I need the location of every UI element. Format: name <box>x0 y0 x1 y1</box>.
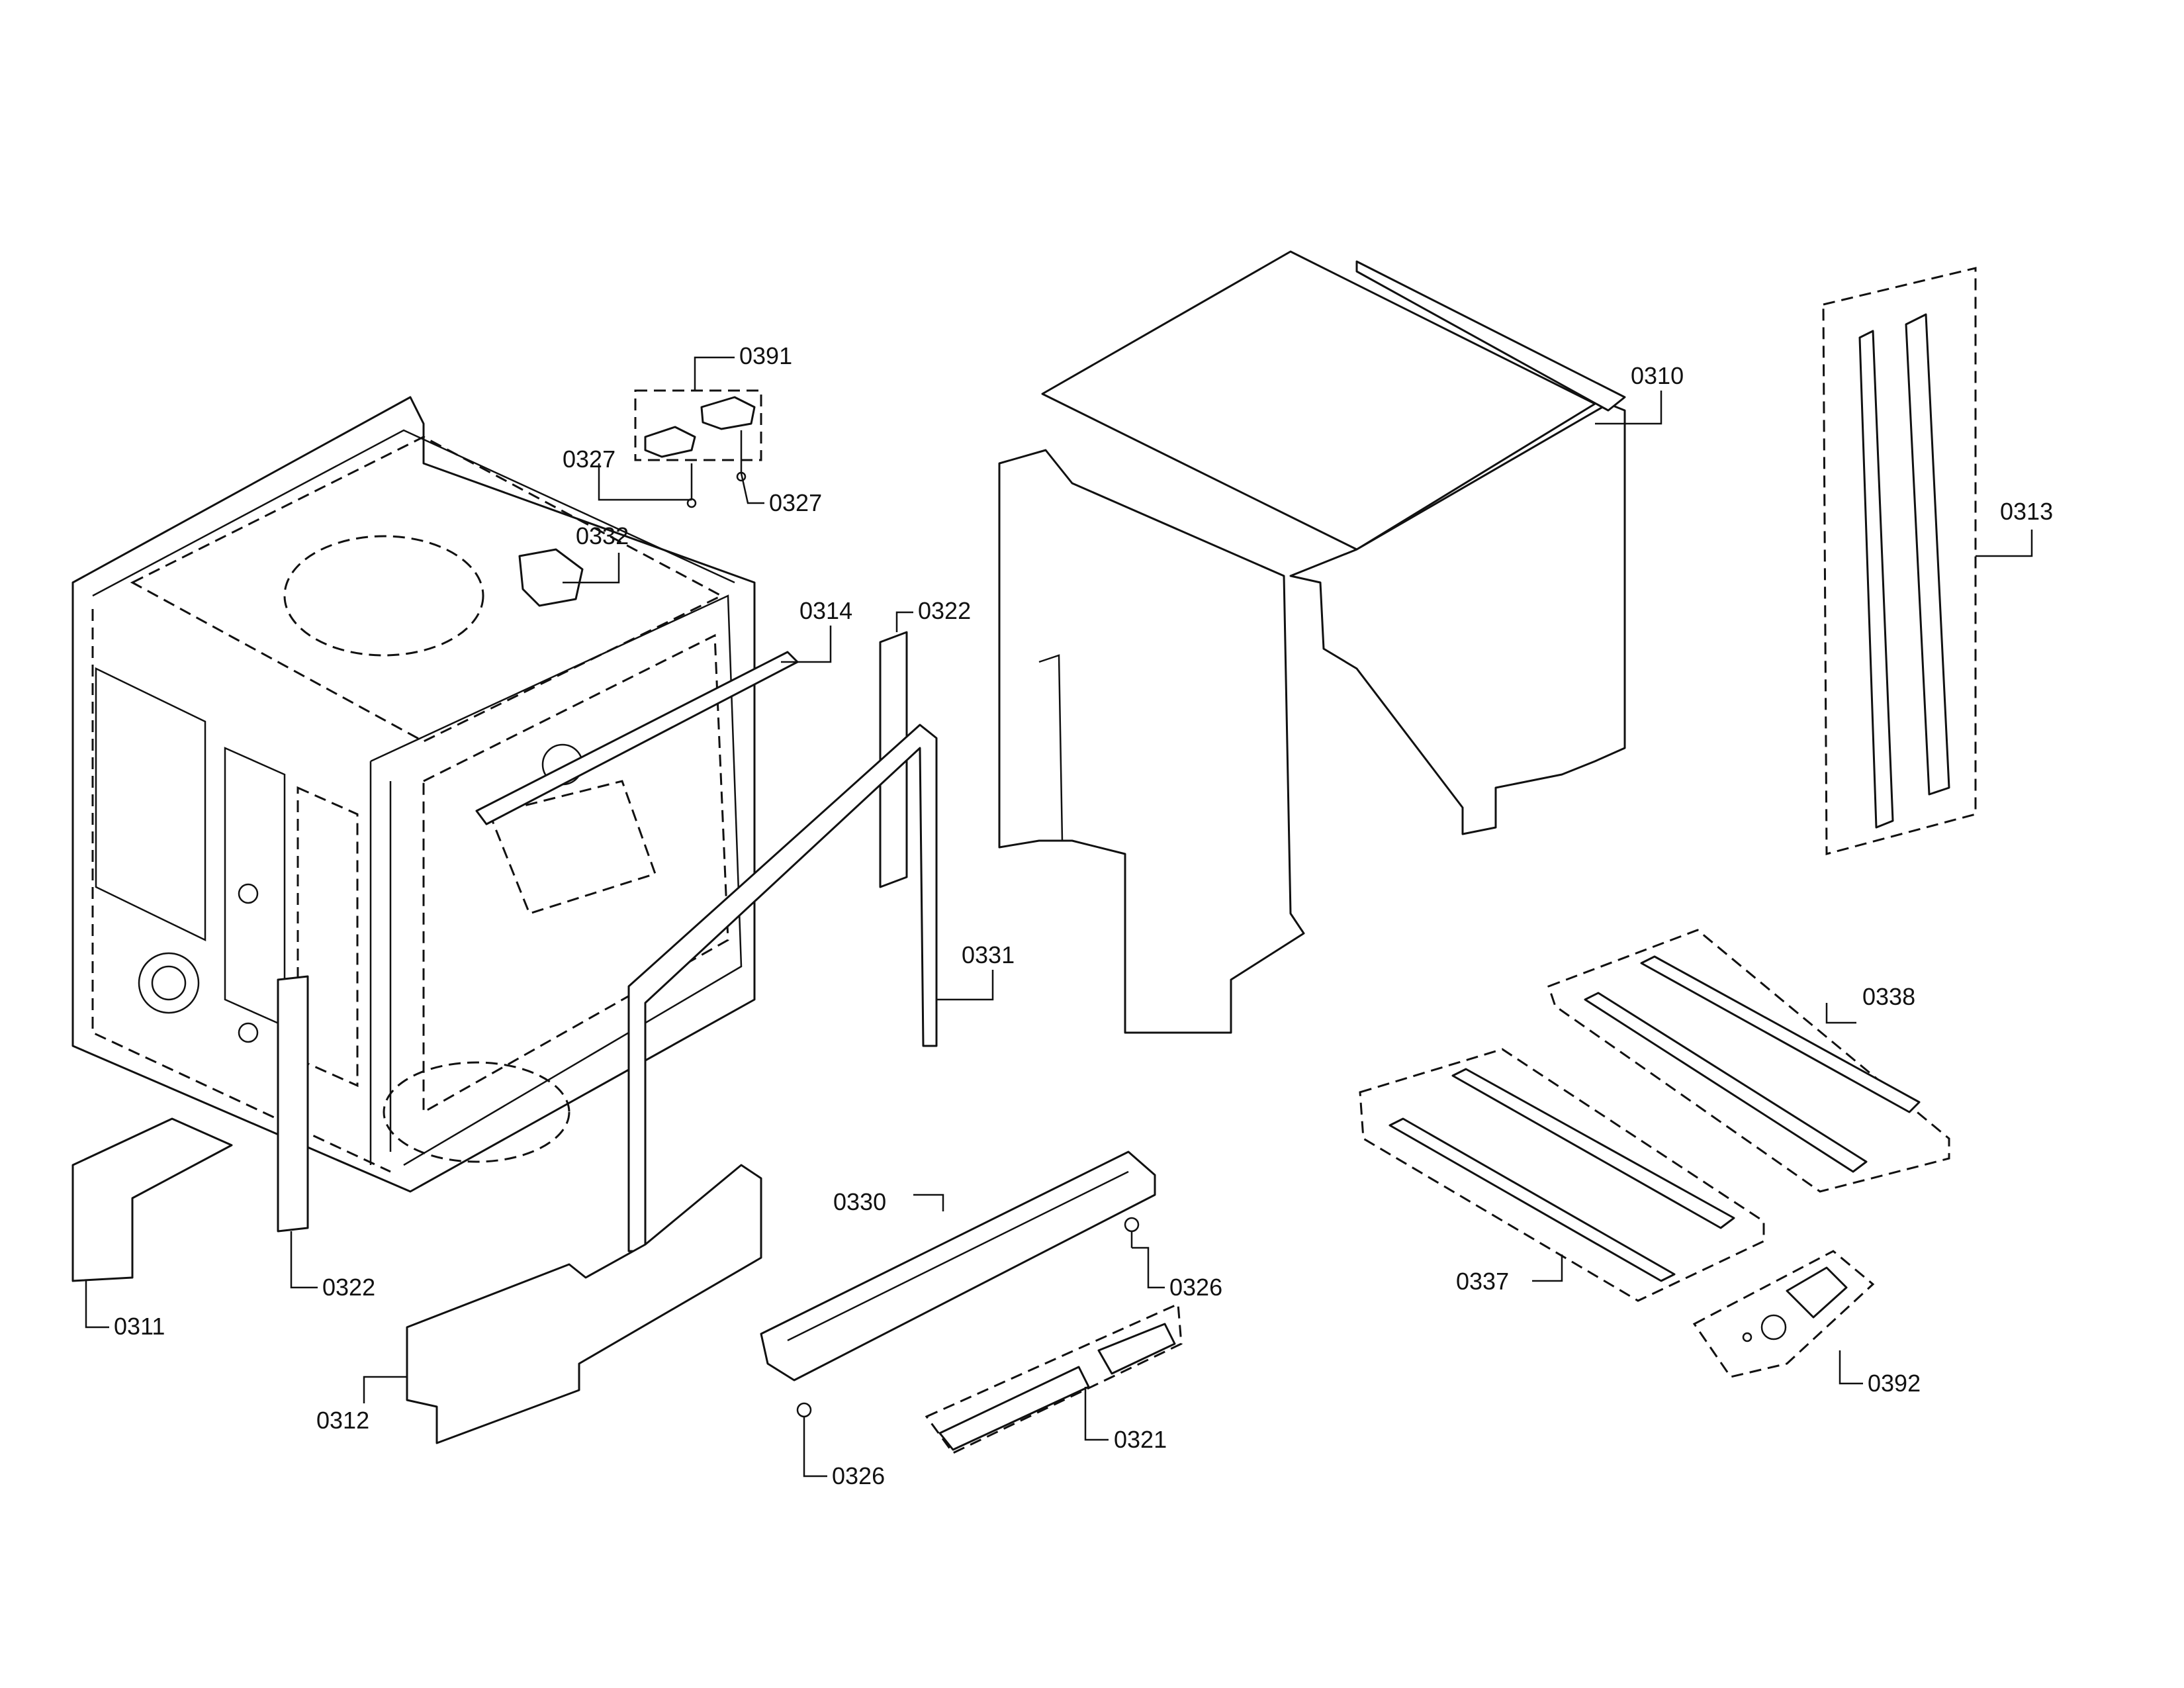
part-0391-hinge-group <box>634 389 762 508</box>
label-0326-upper: 0326 <box>1169 1274 1222 1301</box>
label-0321: 0321 <box>1114 1426 1167 1453</box>
part-0310-wrap <box>998 250 1626 1034</box>
label-0391: 0391 <box>739 342 792 369</box>
dishwasher-tub <box>71 396 756 1193</box>
part-0332-bracket <box>518 548 584 607</box>
part-0326-screw-upper <box>1124 1217 1140 1248</box>
label-0331: 0331 <box>962 941 1015 968</box>
part-0322-strip-lower <box>277 975 309 1233</box>
label-0330: 0330 <box>833 1188 886 1215</box>
label-0310: 0310 <box>1631 362 1684 389</box>
label-0312: 0312 <box>316 1407 369 1434</box>
label-0327-right: 0327 <box>769 489 822 516</box>
part-0338-rails <box>1547 929 1950 1193</box>
label-0327-left: 0327 <box>563 445 615 473</box>
part-0337-rails <box>1359 1048 1765 1302</box>
part-0326-screw-lower <box>796 1402 812 1433</box>
part-0311-pad <box>71 1117 233 1282</box>
part-0392-connector <box>1692 1250 1875 1378</box>
label-0313: 0313 <box>2000 498 2053 525</box>
label-0326-lower: 0326 <box>832 1462 885 1489</box>
leader-lines <box>85 356 2033 1477</box>
part-0312-pad <box>406 1164 762 1444</box>
label-0322-upper: 0322 <box>918 597 971 624</box>
label-0311: 0311 <box>114 1313 165 1340</box>
label-0322-lower: 0322 <box>322 1274 375 1301</box>
part-0313-trims <box>1822 267 1977 855</box>
label-0338: 0338 <box>1862 983 1915 1010</box>
label-0314: 0314 <box>799 597 852 624</box>
label-0392: 0392 <box>1868 1370 1921 1397</box>
part-0330-channel <box>760 1150 1156 1382</box>
label-0337: 0337 <box>1456 1268 1509 1295</box>
part-0321-blocks <box>925 1302 1183 1454</box>
label-0332: 0332 <box>576 522 629 549</box>
